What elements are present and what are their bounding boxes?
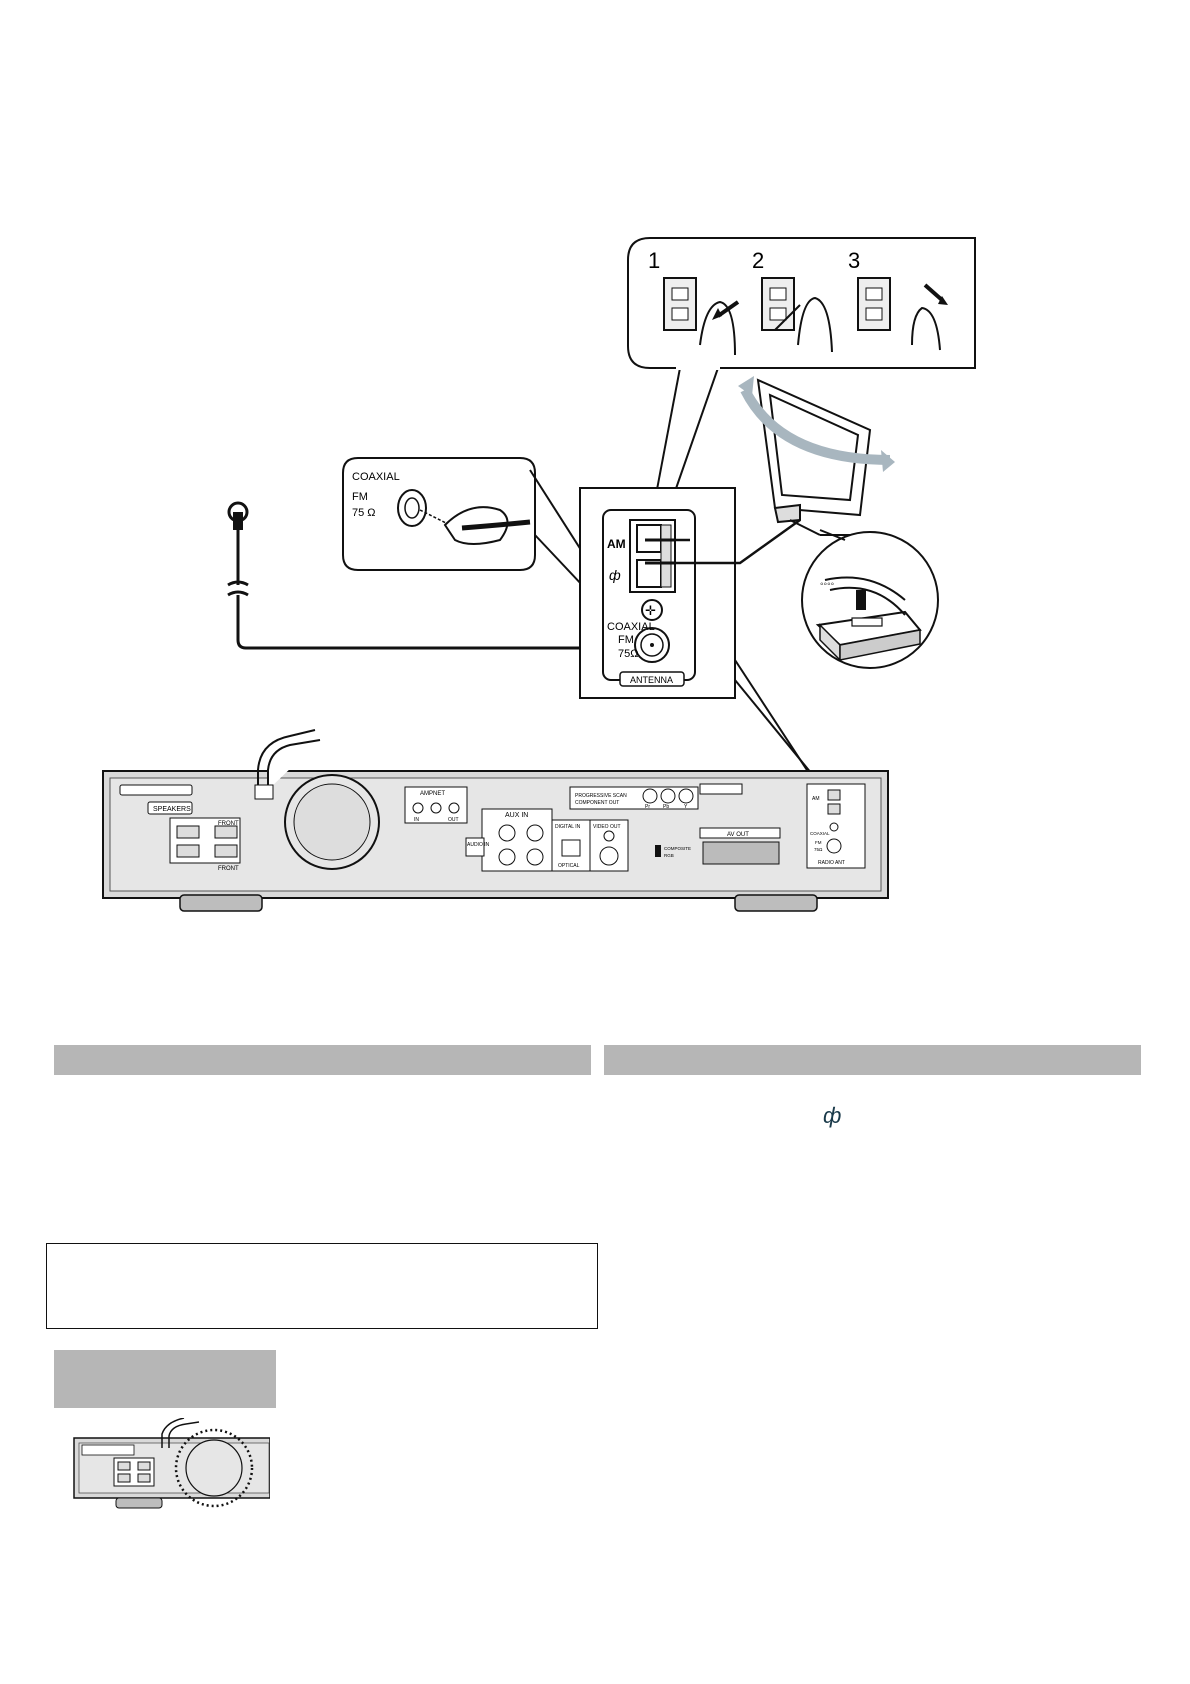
step-2-number: 2 (752, 248, 764, 273)
clip-step-1-illustration (663, 277, 740, 356)
ground-symbol: ф (823, 1103, 842, 1128)
antenna-coax-label-1: COAXIAL (607, 621, 655, 633)
rear-pb-label: Pb (663, 804, 669, 810)
rear-radio-coax: COAXIAL (810, 831, 830, 836)
rear-speakers-label: SPEAKERS (153, 806, 191, 813)
svg-text:✛: ✛ (645, 603, 656, 618)
antenna-footer-label: ANTENNA (630, 675, 673, 685)
antenna-coax-label-3: 75Ω (618, 648, 638, 660)
rear-radio-ohm: 75Ω (814, 847, 823, 852)
rear-av-out-label: AV OUT (727, 832, 749, 838)
rear-video-out-label: VIDEO OUT (593, 824, 621, 830)
rear-front-top-label: FRONT (218, 821, 239, 827)
coax-detail-label-2: FM (352, 491, 368, 503)
coax-detail-label-1: COAXIAL (352, 471, 400, 483)
rear-y-label: Y (684, 804, 688, 810)
rear-digital-in-label: DIGITAL IN (555, 824, 581, 830)
rear-panel-thumbnail (73, 1418, 270, 1509)
clip-step-2-illustration (761, 277, 833, 353)
rear-radio-ant-label: RADIO ANT (818, 860, 845, 866)
section-heading-bar-right (604, 1045, 1141, 1075)
rear-panel: SPEAKERS FRONT FRONT AMPNET IN OUT AUX I… (102, 729, 889, 912)
antenna-ground-label: ф (609, 567, 621, 583)
rear-aux-in-label: AUX IN (505, 812, 528, 819)
fm-wire-antenna (227, 501, 640, 650)
am-loop-antenna (738, 376, 895, 536)
subsection-heading-bar (54, 1350, 276, 1408)
rear-progressive-line1: PROGRESSIVE SCAN (575, 793, 627, 799)
step-3-number: 3 (848, 248, 860, 273)
rear-radio-am: AM (812, 796, 820, 802)
rear-front-bottom-label: FRONT (218, 866, 239, 872)
rear-ampnet-label: AMPNET (420, 791, 445, 797)
rear-radio-fm: FM (815, 840, 822, 845)
clip-steps-callout: 1 2 3 (627, 237, 976, 501)
rear-ampnet-in: IN (414, 817, 419, 823)
rear-optical-label: OPTICAL (558, 863, 580, 869)
clip-step-3-illustration (857, 277, 948, 351)
svg-text:◦◦◦◦: ◦◦◦◦ (820, 579, 834, 590)
antenna-coax-label-2: FM (618, 634, 634, 646)
section-heading-bar-left (54, 1045, 591, 1075)
connection-diagram: 1 2 3 ◦◦◦◦ COAXIAL FM 75 Ω (102, 237, 976, 912)
rear-composite-label: COMPOSITE (664, 846, 691, 851)
step-1-number: 1 (648, 248, 660, 273)
rear-pr-label: Pr (645, 804, 650, 810)
notice-box (46, 1243, 598, 1329)
rear-progressive-line2: COMPONENT OUT (575, 800, 619, 806)
am-stand-detail: ◦◦◦◦ (801, 531, 939, 669)
coax-detail-label-3: 75 Ω (352, 507, 376, 519)
coax-detail-callout: COAXIAL FM 75 Ω (342, 457, 536, 571)
rear-rgb-label: RGB (664, 853, 674, 858)
rear-ampnet-out: OUT (448, 817, 459, 823)
antenna-am-label: AM (607, 537, 626, 551)
rear-audio-in-label: AUDIO IN (467, 842, 490, 848)
antenna-terminal-panel: ✛ AM ф COAXIAL FM 75Ω ANTENNA (579, 487, 801, 699)
